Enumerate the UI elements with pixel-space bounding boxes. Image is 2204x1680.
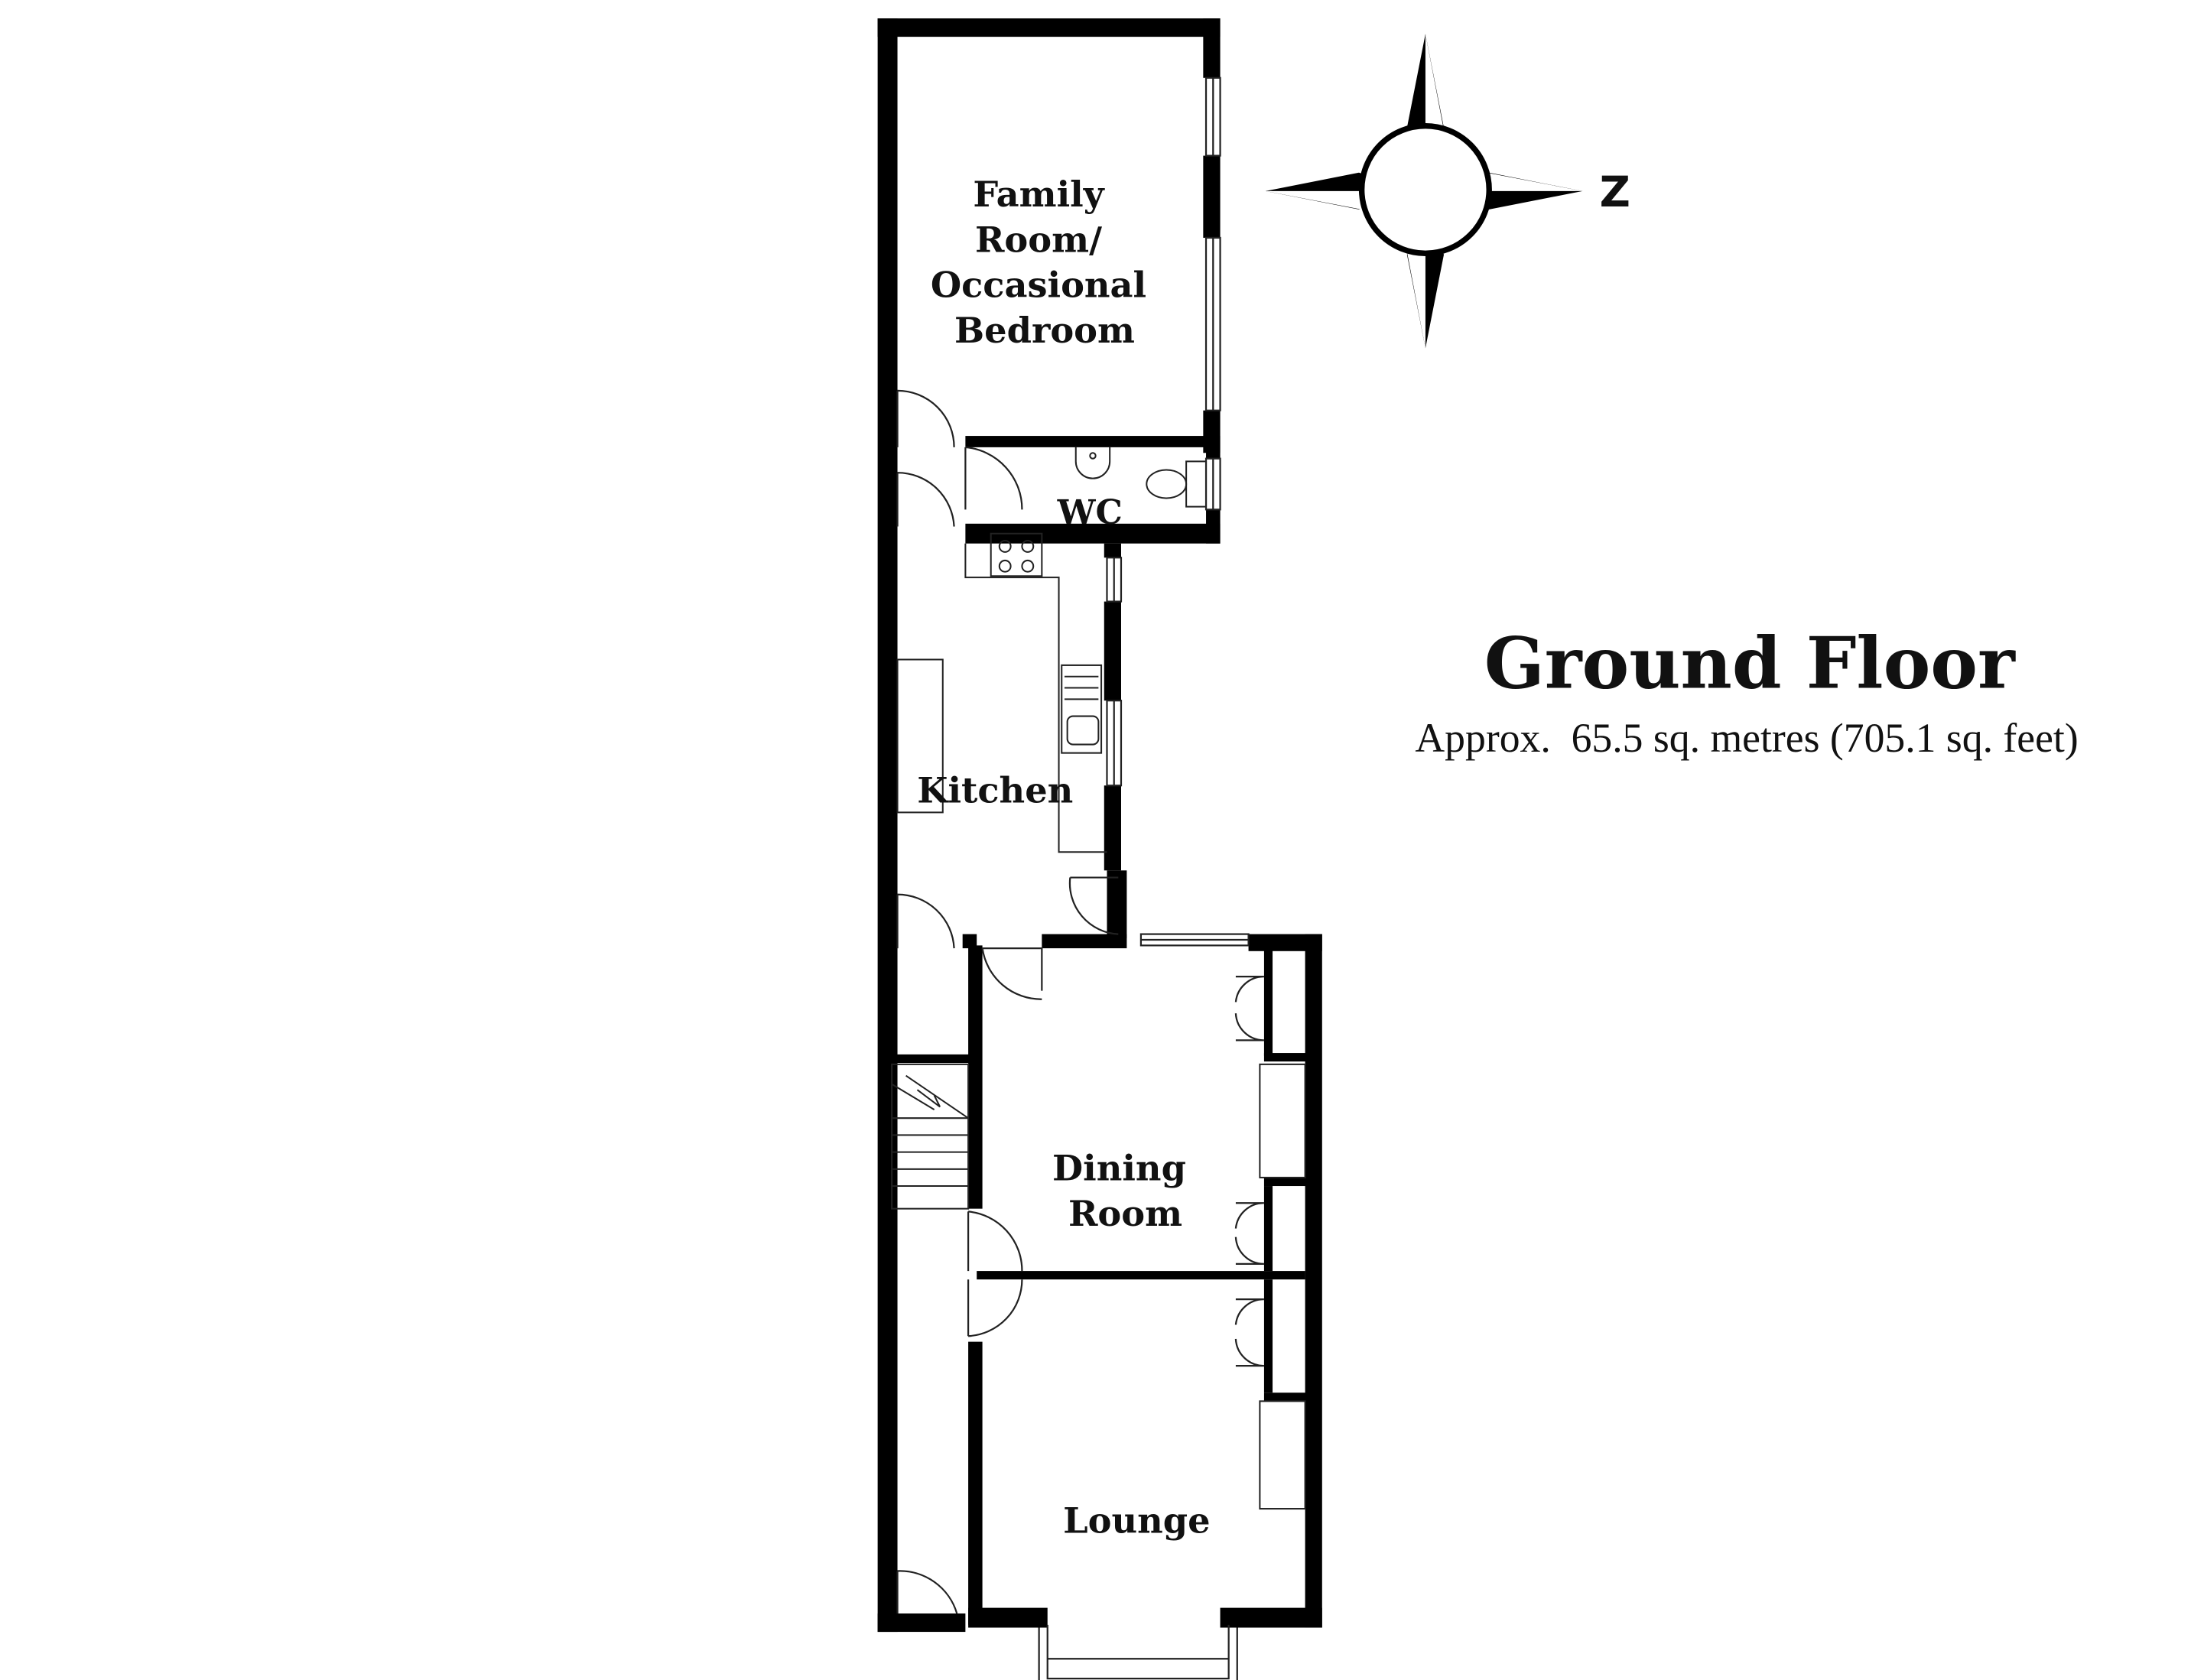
compass-rose-icon	[1265, 34, 1583, 349]
floor-title-block: Ground Floor Approx. 65.5 sq. metres (70…	[1415, 622, 2078, 761]
wc-label: WC	[1057, 492, 1123, 532]
family-room-line-4: Bedroom	[954, 310, 1135, 351]
dining-room-line-1: Dining	[1052, 1148, 1186, 1189]
walls	[877, 18, 1322, 1633]
doors	[896, 389, 1264, 1614]
family-room-line-2: Room/	[975, 219, 1102, 260]
dining-room-label: Dining Room	[1052, 1148, 1198, 1234]
floor-title: Ground Floor	[1484, 622, 2016, 705]
family-room-label: Family Room/ Occasional Bedroom	[931, 174, 1159, 351]
family-room-line-1: Family	[973, 174, 1104, 215]
family-room-line-3: Occasional	[931, 265, 1146, 306]
dining-room-line-2: Room	[1068, 1193, 1182, 1234]
kitchen-label: Kitchen	[917, 769, 1073, 811]
room-labels: Family Room/ Occasional Bedroom WC Kitch…	[917, 174, 1210, 1541]
fixtures	[891, 447, 1306, 1510]
lounge-label: Lounge	[1063, 1500, 1210, 1542]
windows	[1038, 76, 1250, 1680]
compass: Z	[1265, 34, 1630, 349]
compass-north-label: Z	[1600, 167, 1630, 217]
floor-area: Approx. 65.5 sq. metres (705.1 sq. feet)	[1415, 715, 2078, 761]
